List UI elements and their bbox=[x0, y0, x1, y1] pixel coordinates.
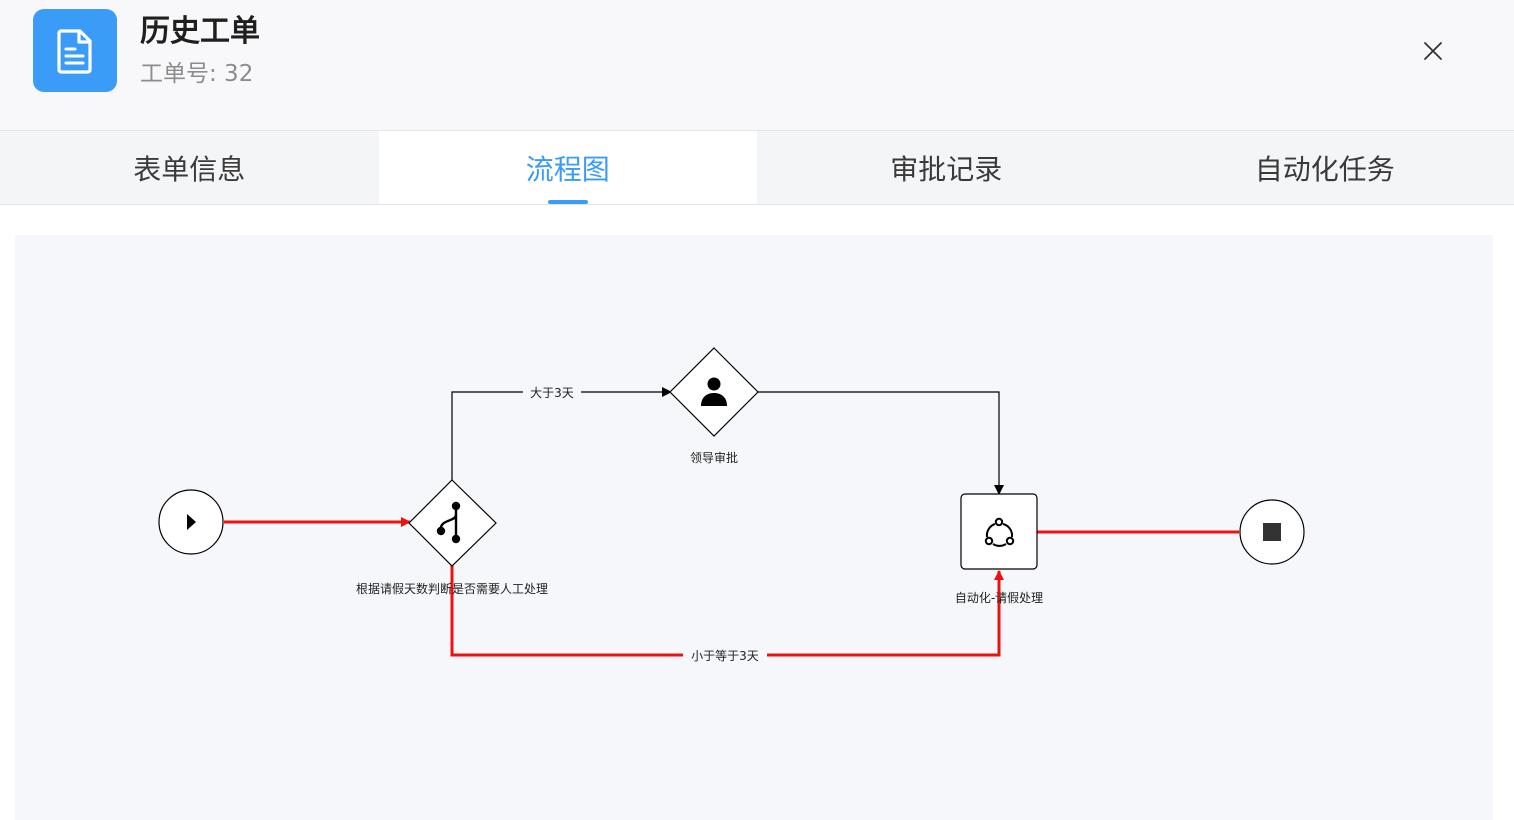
gateway-label: 根据请假天数判断是否需要人工处理 bbox=[356, 581, 548, 596]
approval-label: 领导审批 bbox=[690, 450, 738, 465]
tab-approval-records[interactable]: 审批记录 bbox=[757, 131, 1136, 204]
end-event[interactable] bbox=[1239, 499, 1305, 565]
start-event[interactable] bbox=[158, 489, 224, 555]
close-button[interactable] bbox=[1416, 34, 1450, 68]
dialog-header: 历史工单 工单号: 32 bbox=[0, 0, 1514, 131]
automation-node[interactable] bbox=[960, 493, 1038, 570]
page-title: 历史工单 bbox=[140, 14, 260, 49]
tab-automation-tasks[interactable]: 自动化任务 bbox=[1136, 131, 1514, 204]
edge-label-upper: 大于3天 bbox=[530, 386, 574, 400]
branch-icon bbox=[436, 501, 461, 544]
edge-label-bg bbox=[523, 383, 581, 401]
edge-approval-to-automation[interactable] bbox=[758, 391, 1004, 495]
document-icon bbox=[33, 9, 117, 92]
tab-label: 表单信息 bbox=[133, 152, 246, 186]
play-icon bbox=[187, 514, 196, 530]
edge-gateway-to-automation[interactable] bbox=[450, 565, 1004, 657]
automation-label: 自动化-请假处理 bbox=[955, 591, 1043, 605]
close-icon bbox=[1424, 42, 1442, 60]
approval-node[interactable] bbox=[669, 347, 759, 437]
flowchart-canvas[interactable]: 大于3天 小于等于3天 根据请假天数判断是否需要人工处理 bbox=[15, 235, 1493, 820]
tab-flowchart[interactable]: 流程图 bbox=[378, 131, 757, 204]
edge-label-lower: 小于等于3天 bbox=[691, 649, 759, 663]
tab-label: 审批记录 bbox=[890, 152, 1003, 186]
tab-label: 流程图 bbox=[525, 152, 610, 186]
flowchart-svg: 大于3天 小于等于3天 根据请假天数判断是否需要人工处理 bbox=[158, 347, 1305, 664]
edge-label-bg bbox=[683, 646, 767, 664]
stop-icon bbox=[1263, 523, 1281, 541]
tab-label: 自动化任务 bbox=[1254, 152, 1395, 186]
edge-gateway-to-approval[interactable] bbox=[451, 387, 672, 480]
tab-bar: 表单信息 流程图 审批记录 自动化任务 bbox=[0, 131, 1514, 205]
active-tab-indicator bbox=[547, 200, 588, 204]
gateway-node[interactable] bbox=[408, 479, 497, 567]
tab-form-info[interactable]: 表单信息 bbox=[0, 131, 379, 204]
user-icon bbox=[701, 377, 727, 406]
share-icon bbox=[984, 517, 1015, 547]
ticket-number: 工单号: 32 bbox=[140, 61, 254, 87]
